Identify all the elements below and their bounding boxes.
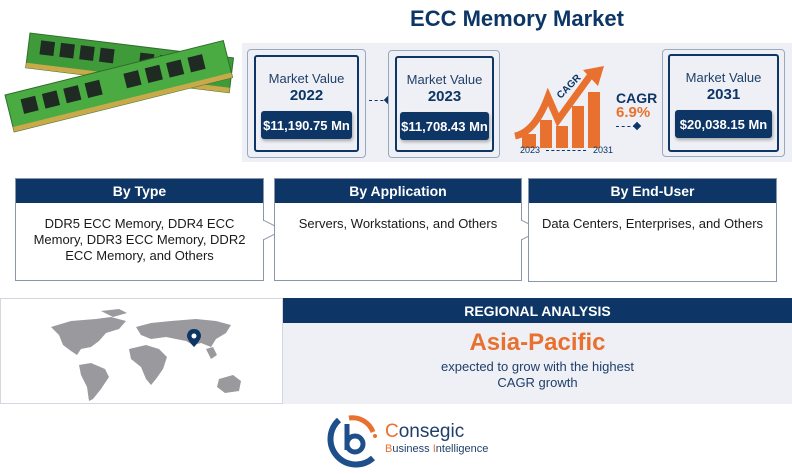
market-value-label: Market Value	[268, 71, 345, 86]
segment-title: By End-User	[529, 179, 776, 203]
market-value-card-2031: Market Value 2031 $20,038.15 Mn	[662, 49, 785, 157]
market-value-card-2022: Market Value 2022 $11,190.75 Mn	[247, 49, 366, 158]
segment-title: By Application	[275, 179, 521, 203]
market-value-amount: $11,190.75 Mn	[261, 111, 352, 139]
cagr-growth-chart-icon: CAGR	[514, 66, 604, 148]
timeline-arrow-line	[546, 150, 586, 151]
segment-body: Servers, Workstations, and Others	[298, 216, 498, 231]
segment-by-type: By Type DDR5 ECC Memory, DDR4 ECC Memory…	[15, 178, 264, 281]
market-value-year: 2023	[427, 88, 462, 105]
market-value-year: 2022	[289, 87, 324, 104]
world-map-panel	[0, 298, 283, 404]
cagr-label: CAGR	[616, 90, 658, 106]
regional-analysis-heading: REGIONAL ANALYSIS	[283, 298, 792, 323]
page-title: ECC Memory Market	[410, 6, 624, 31]
brand-tagline: Business Intelligence	[385, 443, 489, 455]
segment-body: DDR5 ECC Memory, DDR4 ECC Memory, DDR3 E…	[33, 216, 246, 263]
segment-arrow-icon	[263, 220, 285, 240]
market-value-label: Market Value	[685, 70, 762, 85]
market-value-card-2023: Market Value 2023 $11,708.43 Mn	[388, 50, 500, 158]
brand-name: Consegic	[385, 421, 465, 442]
market-value-year: 2031	[706, 86, 741, 103]
ram-modules-image	[4, 32, 235, 133]
region-name: Asia-Pacific	[469, 329, 606, 356]
consegic-logo-icon	[327, 415, 377, 468]
market-value-amount: $11,708.43 Mn	[400, 112, 489, 140]
segment-by-end-user: By End-User Data Centers, Enterprises, a…	[528, 178, 777, 282]
dashed-connector	[369, 100, 389, 101]
dashed-connector	[616, 126, 636, 127]
regional-analysis-body: Asia-Pacific expected to grow with the h…	[283, 323, 792, 404]
market-value-label: Market Value	[406, 72, 483, 87]
location-pin-icon	[187, 329, 201, 347]
cagr-value: 6.9%	[616, 104, 651, 121]
segment-body: Data Centers, Enterprises, and Others	[541, 216, 764, 231]
cagr-start-year: 2023	[520, 145, 541, 155]
market-value-amount: $20,038.15 Mn	[675, 110, 772, 138]
world-map-icon	[51, 309, 241, 401]
cagr-end-year: 2031	[593, 145, 614, 155]
segment-by-application: By Application Servers, Workstations, an…	[274, 178, 522, 281]
region-description: expected to grow with the highest CAGR g…	[441, 359, 634, 390]
segment-title: By Type	[16, 179, 263, 203]
